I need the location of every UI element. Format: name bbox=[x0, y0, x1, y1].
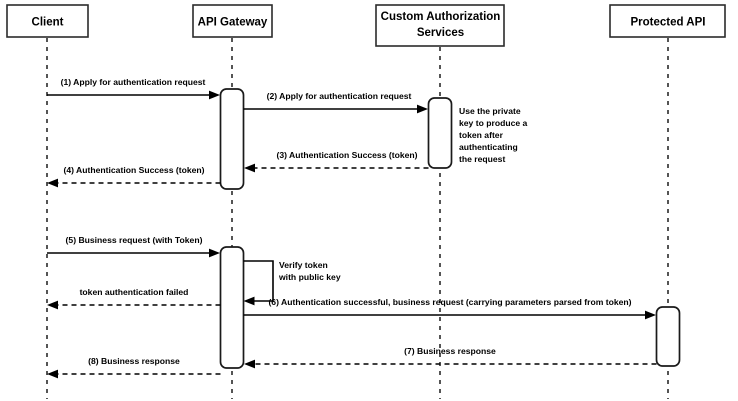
self-message-label-line1: Verify token bbox=[279, 260, 328, 270]
self-message-loop-line bbox=[243, 260, 274, 302]
message-6-arrowhead bbox=[645, 310, 656, 320]
message-2-label: (2) Apply for authentication request bbox=[267, 91, 412, 101]
note-private-key: Use the private key to produce a token a… bbox=[459, 106, 528, 164]
message-8[interactable]: (8) Business response bbox=[47, 356, 221, 379]
message-1-arrowhead bbox=[209, 90, 220, 100]
note-private-key-line-5: the request bbox=[459, 154, 505, 164]
message-8-arrowhead bbox=[47, 369, 58, 379]
activation-api-gateway-business[interactable] bbox=[219, 246, 245, 369]
message-2-arrowhead bbox=[417, 104, 428, 114]
participant-client[interactable]: Client bbox=[6, 4, 89, 38]
activation-api-gateway-auth[interactable] bbox=[219, 88, 245, 190]
participant-label-protected-api: Protected API bbox=[631, 17, 706, 29]
message-6[interactable]: (6) Authentication successful, business … bbox=[243, 297, 657, 320]
message-8-label: (8) Business response bbox=[88, 356, 180, 366]
message-7[interactable]: (7) Business response bbox=[244, 346, 657, 369]
note-private-key-line-4: authenticating bbox=[459, 142, 518, 152]
message-2[interactable]: (2) Apply for authentication request bbox=[243, 91, 429, 114]
participant-box-custom-auth[interactable] bbox=[375, 4, 505, 47]
message-5-label: (5) Business request (with Token) bbox=[66, 235, 203, 245]
activation-protected-api[interactable] bbox=[655, 306, 681, 367]
message-4[interactable]: (4) Authentication Success (token) bbox=[47, 165, 221, 188]
message-7-label: (7) Business response bbox=[404, 346, 496, 356]
participant-custom-auth[interactable]: Custom Authorization Services bbox=[375, 4, 505, 47]
message-1-label: (1) Apply for authentication request bbox=[61, 77, 206, 87]
participant-label-api-gateway: API Gateway bbox=[198, 17, 268, 29]
participant-box-protected-api[interactable] bbox=[609, 4, 726, 38]
message-3-arrowhead bbox=[244, 163, 255, 173]
message-4-label: (4) Authentication Success (token) bbox=[63, 165, 204, 175]
message-token-authentication-failed-arrowhead bbox=[47, 300, 58, 310]
activation-bars-group bbox=[219, 88, 681, 369]
message-3-label: (3) Authentication Success (token) bbox=[276, 150, 417, 160]
self-message-label-line2: with public key bbox=[278, 272, 341, 282]
message-1[interactable]: (1) Apply for authentication request bbox=[47, 77, 220, 100]
message-5-arrowhead bbox=[209, 248, 220, 258]
participant-label-custom-auth-line2: Services bbox=[417, 27, 464, 39]
message-7-arrowhead bbox=[244, 359, 255, 369]
note-private-key-line-2: key to produce a bbox=[459, 118, 528, 128]
participant-api-gateway[interactable]: API Gateway bbox=[192, 4, 273, 38]
message-token-authentication-failed[interactable]: token authentication failed bbox=[47, 287, 221, 310]
self-message-verify-token[interactable]: Verify token with public key bbox=[243, 260, 341, 306]
participant-box-client[interactable] bbox=[6, 4, 89, 38]
activation-custom-auth[interactable] bbox=[427, 97, 453, 169]
message-4-arrowhead bbox=[47, 178, 58, 188]
message-6-label: (6) Authentication successful, business … bbox=[268, 297, 631, 307]
note-private-key-line-1: Use the private bbox=[459, 106, 521, 116]
note-private-key-line-3: token after bbox=[459, 130, 504, 140]
message-5[interactable]: (5) Business request (with Token) bbox=[47, 235, 220, 258]
message-token-authentication-failed-label: token authentication failed bbox=[80, 287, 189, 297]
participant-label-custom-auth-line1: Custom Authorization bbox=[381, 11, 501, 23]
participant-box-api-gateway[interactable] bbox=[192, 4, 273, 38]
self-message-arrowhead bbox=[243, 296, 255, 306]
participant-label-client: Client bbox=[32, 17, 64, 29]
participant-protected-api[interactable]: Protected API bbox=[609, 4, 726, 38]
message-3[interactable]: (3) Authentication Success (token) bbox=[244, 150, 429, 173]
